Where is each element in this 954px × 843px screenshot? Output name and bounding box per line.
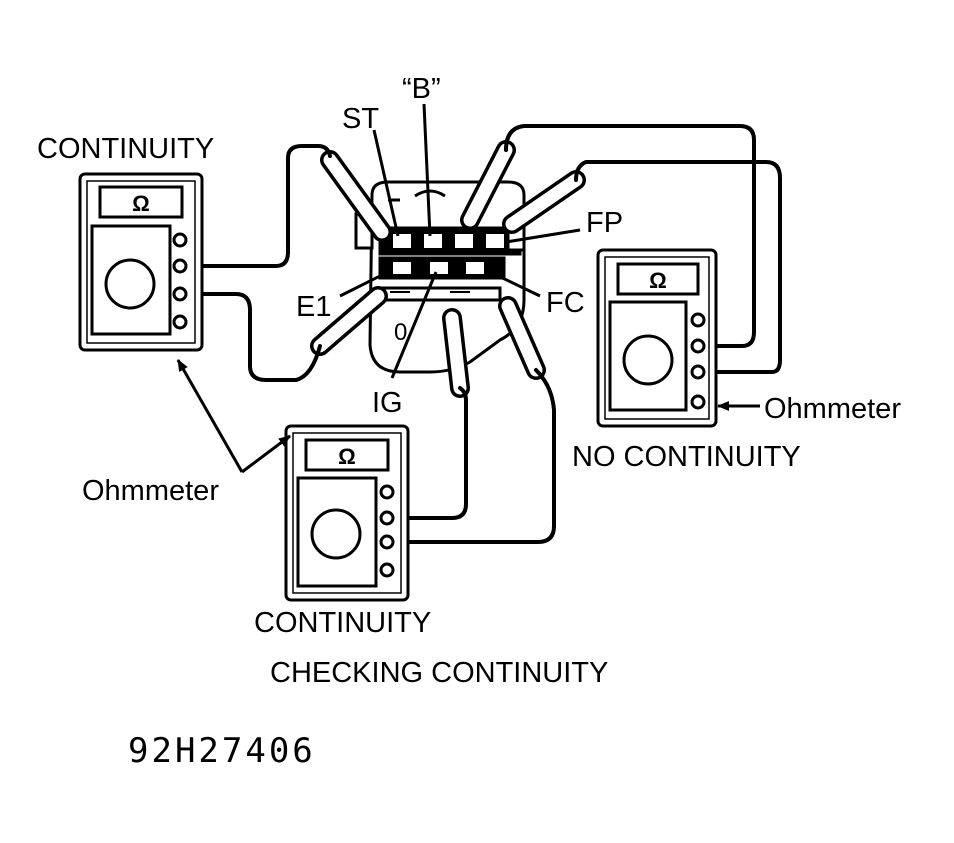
lead-bottom-upper [392,386,468,520]
terminal-label-ig: IG [372,387,403,419]
connector [354,180,526,374]
meter-display [616,262,700,296]
terminal-label-e1: E1 [296,291,331,323]
figure-code: 92H27406 [128,731,316,771]
jack [379,534,395,550]
ohm-symbol: Ω [338,444,356,469]
meter-label-left: CONTINUITY [37,133,214,165]
diagram-caption: CHECKING CONTINUITY [270,657,608,689]
callout-ohmmeter-left: Ohmmeter [82,475,219,507]
arrow-to-left-meter [176,359,244,473]
ohm-symbol: Ω [132,191,150,216]
ohmmeter-right: Ω [596,248,718,428]
jack [172,314,188,330]
arrow-to-bottom-meter [241,434,291,474]
terminal-label-st: ST [342,103,379,135]
jack [690,364,706,380]
meter-display [98,185,184,219]
jack [690,394,706,410]
terminal-label-fc: FC [546,287,585,319]
jack [379,562,395,578]
jack [172,286,188,302]
ohmmeter-bottom: Ω [284,424,410,602]
lead-left-upper [186,144,332,268]
test-leads [186,124,782,544]
jack [690,312,706,328]
jack [690,338,706,354]
probes [310,140,586,398]
ohmmeter-arrows [176,359,760,474]
terminal-label-fp: FP [586,207,623,239]
meter-label-right: NO CONTINUITY [572,441,801,473]
leader-lines [339,103,581,379]
jack [172,232,188,248]
meter-dial [622,334,674,386]
connector-mark: 0 [394,319,407,346]
lead-right-upper [504,124,756,348]
meter-dial [104,258,156,310]
callout-ohmmeter-right: Ohmmeter [764,393,901,425]
jack [379,484,395,500]
jack [379,510,395,526]
terminal-label-b: “B” [402,73,441,105]
lead-left-lower [186,292,322,382]
ohm-symbol: Ω [649,268,667,293]
jack [172,258,188,274]
meter-label-bottom: CONTINUITY [254,607,431,639]
lead-right-lower [574,160,782,374]
meter-dial-panel [608,300,688,412]
meter-dial [310,508,362,560]
meter-display [304,438,390,472]
ohmmeter-left: Ω [78,172,204,352]
lead-bottom-lower [392,368,556,544]
